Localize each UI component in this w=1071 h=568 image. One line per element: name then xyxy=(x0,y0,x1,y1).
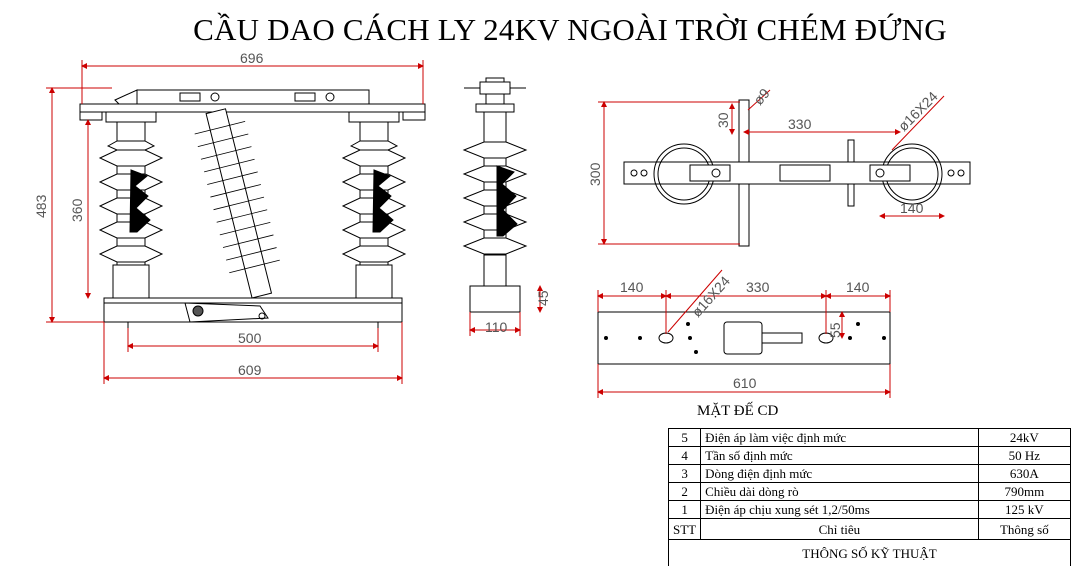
side-view xyxy=(462,77,528,313)
dim-top-slot: ø16X24 xyxy=(895,88,941,134)
base-view xyxy=(597,311,891,365)
dim-front-base: 609 xyxy=(238,362,262,378)
header-stt: STT xyxy=(667,518,702,540)
dim-front-width: 696 xyxy=(240,50,264,66)
dim-front-height-total: 483 xyxy=(33,194,49,218)
table-header-row: STT Chỉ tiêu Thông số xyxy=(667,518,1071,540)
front-view xyxy=(79,89,426,328)
table-caption-row: THÔNG SỐ KỸ THUẬT xyxy=(668,539,1071,566)
front-dimensions xyxy=(46,60,424,384)
dim-side-base-width: 110 xyxy=(485,319,508,335)
row-stt: 1 xyxy=(667,500,702,519)
dim-base-mid: 330 xyxy=(746,279,770,295)
table-row: 5 Điện áp làm việc định mức 24kV xyxy=(667,428,1071,447)
table-row: 4 Tần số định mức 50 Hz xyxy=(667,446,1071,465)
dim-top-span: 330 xyxy=(788,116,812,132)
row-name: Chiều dài dòng rò xyxy=(700,482,979,501)
row-stt: 5 xyxy=(667,428,702,447)
table-row: 3 Dòng điện định mức 630A xyxy=(667,464,1071,483)
row-stt: 2 xyxy=(667,482,702,501)
row-name: Điện áp làm việc định mức xyxy=(700,428,979,447)
table-row: 2 Chiều dài dòng rò 790mm xyxy=(667,482,1071,501)
header-value: Thông số xyxy=(977,518,1071,540)
dim-front-mount: 500 xyxy=(238,330,262,346)
row-stt: 4 xyxy=(667,446,702,465)
dim-base-right: 140 xyxy=(846,279,870,295)
dim-base-total: 610 xyxy=(733,375,757,391)
dim-front-height-insulator: 360 xyxy=(69,198,85,222)
row-value: 24kV xyxy=(977,428,1071,447)
row-value: 630A xyxy=(977,464,1071,483)
row-name: Điện áp chịu xung sét 1,2/50ms xyxy=(700,500,979,519)
table-row: 1 Điện áp chịu xung sét 1,2/50ms 125 kV xyxy=(667,500,1071,519)
right-insulator xyxy=(341,111,426,299)
dim-top-height: 300 xyxy=(587,162,603,186)
row-value: 50 Hz xyxy=(977,446,1071,465)
base-view-label: MẶT ĐẾ CD xyxy=(697,403,779,419)
spec-table: 5 Điện áp làm việc định mức 24kV 4 Tần s… xyxy=(667,428,1071,566)
drawing-title: CẦU DAO CÁCH LY 24KV NGOÀI TRỜI CHÉM ĐỨN… xyxy=(193,12,947,47)
header-name: Chỉ tiêu xyxy=(700,518,979,540)
row-stt: 3 xyxy=(667,464,702,483)
dim-side-base-height: 45 xyxy=(535,290,551,306)
row-name: Dòng điện định mức xyxy=(700,464,979,483)
row-value: 125 kV xyxy=(977,500,1071,519)
table-caption: THÔNG SỐ KỸ THUẬT xyxy=(668,539,1071,566)
dim-base-left: 140 xyxy=(620,279,644,295)
dim-top-140: 140 xyxy=(900,200,924,216)
top-view xyxy=(623,99,971,247)
dim-top-30: 30 xyxy=(715,112,731,128)
row-value: 790mm xyxy=(977,482,1071,501)
left-insulator xyxy=(79,111,164,299)
dim-base-55: 55 xyxy=(827,322,843,338)
operating-insulator xyxy=(194,108,280,299)
row-name: Tần số định mức xyxy=(700,446,979,465)
